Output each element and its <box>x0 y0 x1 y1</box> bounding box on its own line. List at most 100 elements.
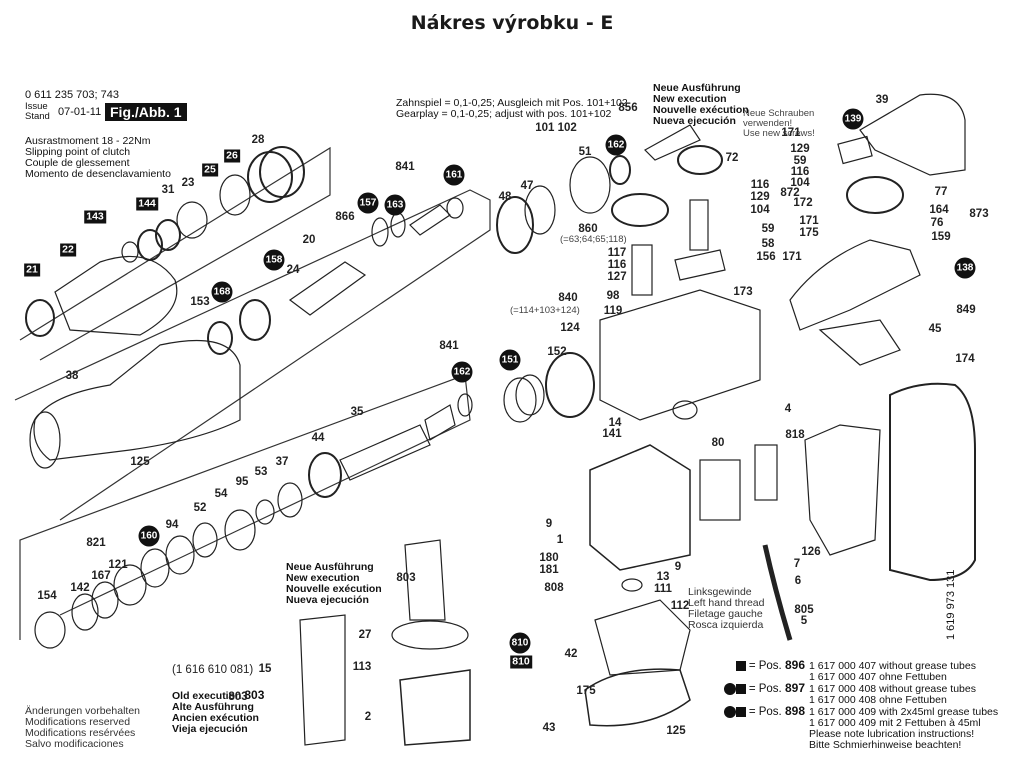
legend-pos-label: = Pos. <box>748 660 782 672</box>
part-numbers: 0 611 235 703; 743 <box>25 89 119 101</box>
part-841-top <box>409 204 451 236</box>
part-58 <box>674 249 726 281</box>
part-label: 849 <box>956 304 976 316</box>
square-icon <box>735 660 746 671</box>
legend-row: = Pos. 898 1 617 000 409 with 2x45ml gre… <box>717 704 998 719</box>
note-de: Neue Ausführung <box>286 561 374 573</box>
note-es: Nueva ejecución <box>653 115 736 127</box>
part-label: 98 <box>606 290 620 302</box>
issue-label: Issue <box>25 101 48 112</box>
note-fr: Nouvelle exécution <box>286 583 382 595</box>
legend-pos: 897 <box>784 681 805 696</box>
part-label: 156 <box>756 251 776 263</box>
part-139 <box>837 135 873 165</box>
old-execution-note: Old execution 803 Alte Ausführung Ancien… <box>172 689 264 735</box>
circle-badge-label: 162 <box>451 361 473 383</box>
part-31 <box>155 219 181 251</box>
gearplay-note-line: Gearplay = 0,1-0,25; adjust with pos. 10… <box>396 108 612 120</box>
part-label: 51 <box>578 146 592 158</box>
part-label: 175 <box>576 685 596 697</box>
part-label: 171 <box>782 251 802 263</box>
part-818-switch <box>754 444 778 501</box>
circle-badge-label: 810 <box>509 632 531 654</box>
part-label: 53 <box>254 466 268 478</box>
part-841-mid <box>424 404 456 441</box>
part-53 <box>255 499 275 525</box>
part-label: 59 <box>761 223 775 235</box>
circle-icon <box>723 683 736 695</box>
part-47 <box>524 185 556 235</box>
part-label: 47 <box>520 180 534 192</box>
part-label: 171 <box>781 127 801 139</box>
legend-pos: 898 <box>784 704 805 719</box>
note-line: Neue Schrauben <box>743 108 815 119</box>
part-label: 129 <box>750 191 770 203</box>
part-157 <box>371 217 389 247</box>
part-label: 866 <box>335 211 355 223</box>
part-label: 841 <box>439 340 459 352</box>
part-label: 116 <box>750 179 770 191</box>
part-label: 872 <box>780 187 800 199</box>
part-label: 803 <box>396 572 416 584</box>
legend-pos: 896 <box>784 658 805 672</box>
part-43 <box>584 668 691 727</box>
part-37 <box>277 482 303 518</box>
part-label: 142 <box>70 582 90 594</box>
part-label: 141 <box>602 428 622 440</box>
part-label: 54 <box>214 488 228 500</box>
part-label: 154 <box>37 590 57 602</box>
part-873-knob <box>846 176 904 214</box>
part-label: 180 <box>539 552 559 564</box>
part-label: 803 <box>228 691 248 703</box>
part-label: 127 <box>607 271 627 283</box>
legend-row: = Pos. 896 1 617 000 407 without grease … <box>717 658 998 672</box>
part-94 <box>165 535 195 575</box>
part-label: 116 <box>790 166 810 178</box>
note-de: Alte Ausführung <box>172 701 254 713</box>
part-label: 94 <box>165 519 179 531</box>
part-label: 112 <box>670 600 690 612</box>
frame-hammer-group <box>19 374 471 640</box>
part-label: 1 <box>556 534 564 546</box>
part-849 <box>818 319 901 366</box>
note-es: Nueva ejecución <box>286 594 369 606</box>
part-label: 172 <box>793 197 813 209</box>
circle-badge-label: 162 <box>605 134 627 156</box>
part-label: 59 <box>793 155 807 167</box>
part-label: 818 <box>785 429 805 441</box>
part-803-new <box>404 539 446 621</box>
modifications-note: Änderungen vorbehalten Modifications res… <box>25 706 140 750</box>
circle-badge-label: 160 <box>138 525 160 547</box>
legend-line: Please note lubrication instructions! <box>809 728 975 741</box>
part-42 <box>594 599 691 676</box>
part-151 <box>503 377 537 423</box>
part-label: 2 <box>364 711 372 723</box>
part-75-frame <box>804 424 881 556</box>
clutch-note-line: Ausrastmoment 18 - 22Nm <box>25 135 151 147</box>
part-label: 171 <box>799 215 819 227</box>
part-152 <box>515 374 545 416</box>
legend-line: 1 617 000 407 ohne Fettuben <box>809 671 947 683</box>
part-20 <box>288 261 367 316</box>
part-label: 13 <box>656 571 670 583</box>
part-label: 24 <box>286 264 300 276</box>
part-label: 860 <box>578 223 598 235</box>
legend-pos-label: = Pos. <box>748 706 782 719</box>
gear-equivalence-note: (=63;64;65;118) <box>560 234 627 245</box>
part-label: 42 <box>564 648 578 660</box>
clutch-note-line: Slipping point of clutch <box>25 146 131 158</box>
circle-badge-label: 161 <box>443 164 465 186</box>
part-label: 129 <box>790 143 810 155</box>
part-label: 126 <box>801 546 821 558</box>
square-badge-label: 144 <box>136 197 158 211</box>
note-en: Modifications reserved <box>25 716 131 728</box>
part-38 <box>33 339 241 461</box>
note-line: Use new screws! <box>743 128 815 139</box>
note-fr: Ancien exécution <box>172 712 259 724</box>
circle-badge-label: 168 <box>211 281 233 303</box>
part-label: 15 <box>258 663 272 675</box>
part-162-ring <box>457 393 473 417</box>
part-label: 20 <box>302 234 316 246</box>
part-label: 124 <box>560 322 580 334</box>
part-124 <box>545 352 595 418</box>
